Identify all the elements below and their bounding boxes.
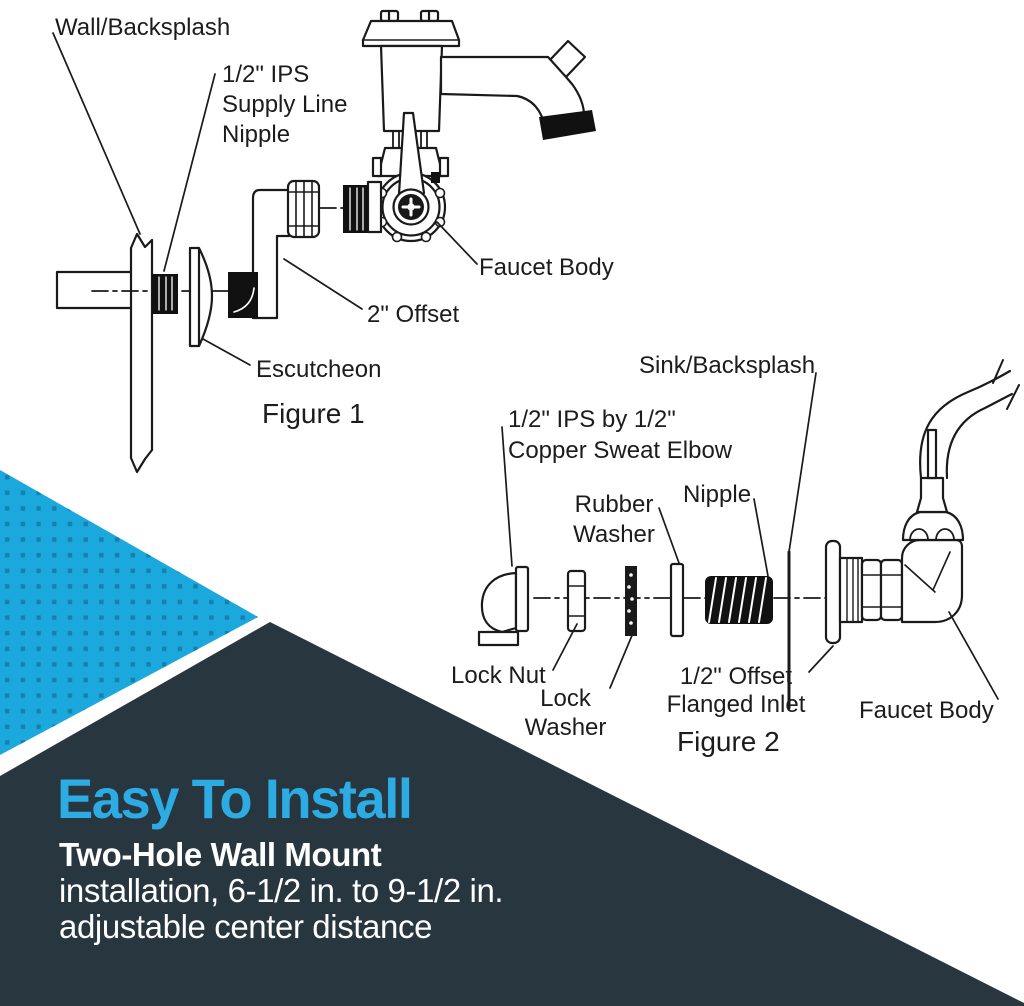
offset-tube bbox=[251, 188, 291, 320]
faucet-column bbox=[379, 44, 444, 133]
label-lock-washer: Lock Washer bbox=[524, 685, 607, 741]
leader-lines bbox=[52, 32, 999, 700]
label-nipple: Nipple bbox=[683, 481, 752, 508]
cyan-triangle-decoration bbox=[0, 470, 258, 755]
sweat-elbow bbox=[477, 565, 530, 647]
rubber-washer-part bbox=[669, 562, 685, 638]
label-copper-sweat-elbow: 1/2" IPS by 1/2" Copper Sweat Elbow bbox=[508, 406, 733, 464]
figure2-caption: Figure 2 bbox=[677, 726, 780, 757]
label-wall-backsplash: Wall/Backsplash bbox=[55, 14, 231, 41]
navy-panel-decoration bbox=[0, 622, 1024, 1006]
elbow-fitting bbox=[228, 272, 258, 318]
flanged-inlet-part bbox=[824, 539, 904, 645]
valve-screw bbox=[392, 188, 430, 226]
coupling-nut bbox=[286, 179, 321, 239]
figure1-caption: Figure 1 bbox=[262, 398, 365, 429]
label-supply-line-nipple: 1/2" IPS Supply Line Nipple bbox=[222, 61, 348, 148]
label-faucet-body-fig2: Faucet Body bbox=[859, 697, 994, 724]
label-sink-backsplash: Sink/Backsplash bbox=[639, 352, 816, 379]
figure1-drawing bbox=[55, 9, 596, 474]
label-faucet-body-fig1: Faucet Body bbox=[479, 254, 614, 281]
faucet-cap bbox=[361, 9, 461, 48]
promo-text-block: Two-Hole Wall Mount installation, 6-1/2 … bbox=[59, 836, 504, 945]
supply-pipe bbox=[55, 270, 133, 310]
spout-tip bbox=[539, 110, 596, 140]
promo-heading: Two-Hole Wall Mount bbox=[59, 836, 382, 873]
promo-line3: adjustable center distance bbox=[59, 908, 433, 945]
promo-line2: installation, 6-1/2 in. to 9-1/2 in. bbox=[59, 872, 504, 909]
faucet-inlet bbox=[343, 172, 440, 234]
nipple-part bbox=[705, 576, 773, 624]
label-rubber-washer: Rubber Washer bbox=[573, 491, 655, 548]
label-escutcheon: Escutcheon bbox=[256, 356, 382, 383]
faucet-body-part bbox=[900, 359, 1020, 624]
wall-section bbox=[129, 232, 154, 474]
label-2in-offset: 2" Offset bbox=[367, 301, 460, 328]
lock-washer-part bbox=[625, 566, 637, 636]
figure2-drawing bbox=[477, 359, 1020, 710]
label-lock-nut: Lock Nut bbox=[451, 662, 546, 689]
label-flanged-inlet: 1/2" Offset Flanged Inlet bbox=[666, 663, 806, 718]
supply-nipple bbox=[152, 274, 178, 314]
lock-nut-part bbox=[566, 569, 587, 633]
promo-title: Easy To Install bbox=[57, 767, 413, 830]
escutcheon-part bbox=[188, 246, 214, 348]
